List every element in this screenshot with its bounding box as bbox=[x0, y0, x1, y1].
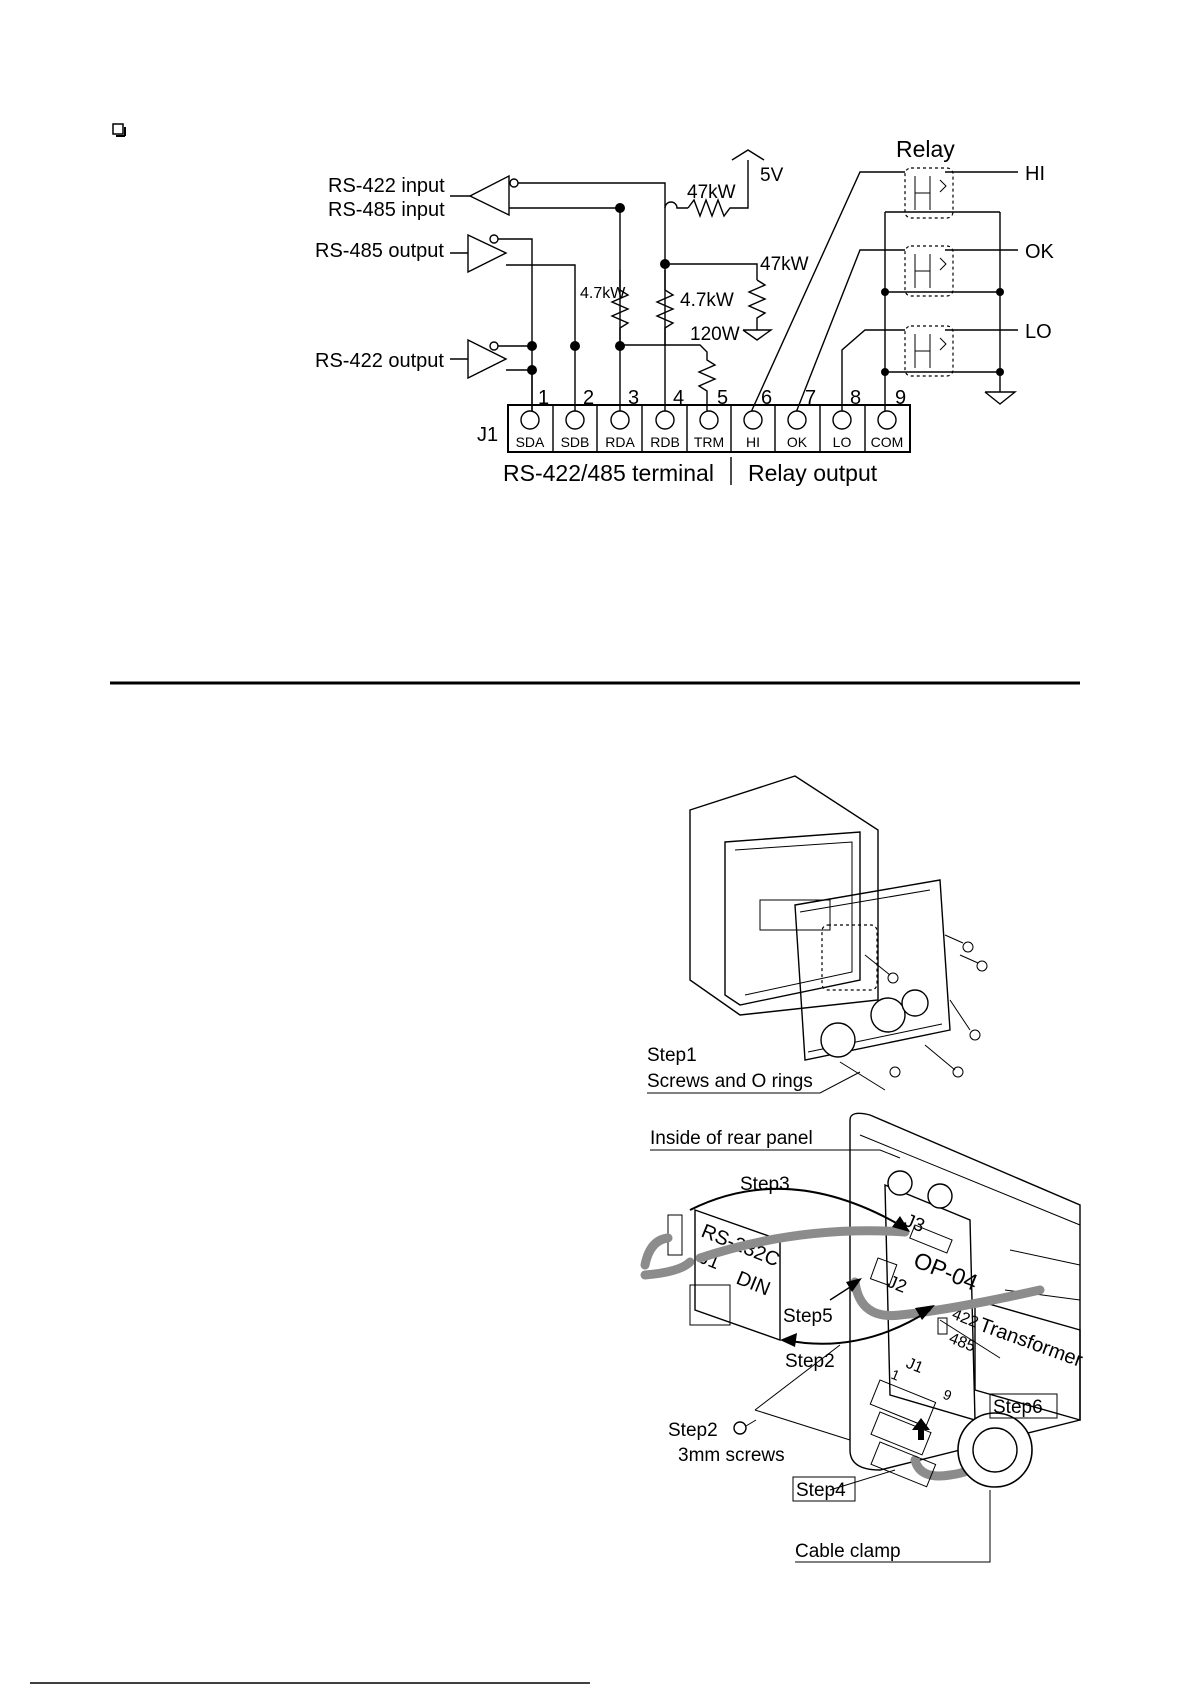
step4-label: Step4 bbox=[796, 1480, 846, 1501]
relay-blocks bbox=[751, 167, 1018, 415]
schematic-wires bbox=[498, 149, 774, 415]
pulldown-resistor-label: 47kW bbox=[760, 254, 809, 275]
transformer-label: Transformer bbox=[976, 1314, 1085, 1372]
pullup-resistor-label: 47kW bbox=[687, 182, 736, 203]
din-board-label: DIN bbox=[733, 1267, 773, 1300]
cable-clamp-label: Cable clamp bbox=[795, 1541, 901, 1562]
termination-resistor-label: 120W bbox=[690, 324, 740, 345]
rs422-driver-buffer bbox=[450, 338, 508, 380]
cable bbox=[640, 1257, 695, 1280]
dip-switch bbox=[937, 1317, 948, 1335]
bias-resistor-left-label: 4.7kW bbox=[580, 285, 626, 302]
pin-number: 6 bbox=[761, 387, 772, 409]
pin-number: 4 bbox=[673, 387, 684, 409]
insert-arrow-shaft bbox=[918, 1428, 924, 1440]
step5-label: Step5 bbox=[783, 1306, 833, 1327]
pin-label-ok: OK bbox=[787, 434, 808, 450]
relay-ok-label: OK bbox=[1025, 241, 1055, 263]
checkbox-bullet-icon bbox=[112, 123, 126, 137]
pin-number: 5 bbox=[717, 387, 728, 409]
step3-label: Step3 bbox=[740, 1174, 790, 1195]
pin-label-sda: SDA bbox=[516, 434, 545, 450]
din-connector bbox=[689, 1284, 731, 1326]
pin-number: 8 bbox=[850, 387, 861, 409]
pin-label-com: COM bbox=[871, 434, 904, 450]
pin-label-hi: HI bbox=[746, 434, 760, 450]
step1-desc: Screws and O rings bbox=[647, 1071, 813, 1092]
pin-number: 2 bbox=[583, 387, 594, 409]
step6-label: Step6 bbox=[993, 1397, 1043, 1418]
assembly-rear-panel-drawing: Inside of rear panel J3 OP-04 J2 J1 1 9 … bbox=[640, 1112, 1086, 1563]
rs422-485-schematic: Relay RS-422 input RS-485 input RS-485 o… bbox=[315, 136, 1055, 486]
relay-hi-label: HI bbox=[1025, 163, 1045, 185]
pin-number: 7 bbox=[805, 387, 816, 409]
pin-labels: SDA SDB RDA RDB TRM HI OK LO COM bbox=[516, 434, 904, 450]
j1-pin1-label: 1 bbox=[889, 1366, 902, 1384]
pin-numbers: 1 2 3 4 5 6 7 8 9 bbox=[538, 387, 906, 409]
step2-label: Step2 bbox=[785, 1351, 835, 1372]
relay-lo-label: LO bbox=[1025, 321, 1052, 343]
rs485-output-label: RS-485 output bbox=[315, 240, 444, 262]
bias-resistor-right-label: 4.7kW bbox=[680, 290, 734, 311]
rs422-output-label: RS-422 output bbox=[315, 350, 444, 372]
pin-label-trm: TRM bbox=[694, 434, 724, 450]
rs422-input-label: RS-422 input bbox=[328, 175, 445, 197]
pin-number: 9 bbox=[895, 387, 906, 409]
terminal-group-label: RS-422/485 terminal bbox=[503, 460, 714, 486]
pin-number: 3 bbox=[628, 387, 639, 409]
receiver-buffer bbox=[450, 174, 519, 217]
cable bbox=[850, 1277, 1045, 1321]
rs485-driver-buffer bbox=[450, 233, 508, 274]
pin-label-lo: LO bbox=[833, 434, 852, 450]
step1-label: Step1 bbox=[647, 1045, 697, 1066]
j1-board-label: J1 bbox=[904, 1355, 926, 1377]
pin-label-rda: RDA bbox=[605, 434, 635, 450]
pin-label-rdb: RDB bbox=[650, 434, 680, 450]
j1-pin9-label: 9 bbox=[941, 1386, 954, 1404]
relay-group-label: Relay output bbox=[748, 460, 878, 486]
insert-arrow-head bbox=[912, 1418, 930, 1430]
cable bbox=[640, 1233, 673, 1270]
pin-label-sdb: SDB bbox=[561, 434, 590, 450]
screw-icon bbox=[733, 1419, 757, 1435]
step4-box bbox=[792, 1476, 856, 1502]
inside-rear-panel-label: Inside of rear panel bbox=[650, 1128, 813, 1149]
screws-desc-label: 3mm screws bbox=[678, 1445, 785, 1466]
pin-number: 1 bbox=[538, 387, 549, 409]
step2-screws-label: Step2 bbox=[668, 1420, 718, 1441]
cable bbox=[695, 1226, 910, 1263]
step6-box bbox=[989, 1393, 1058, 1419]
terminal-block-j1 bbox=[507, 404, 911, 453]
assembly-step1-drawing: Step1 Screws and O rings bbox=[647, 775, 988, 1094]
connector-j1-label: J1 bbox=[477, 424, 498, 446]
relay-title: Relay bbox=[896, 136, 955, 162]
supply-5v-label: 5V bbox=[760, 165, 784, 186]
rs485-input-label: RS-485 input bbox=[328, 199, 445, 221]
terminal-plug bbox=[870, 1441, 937, 1488]
